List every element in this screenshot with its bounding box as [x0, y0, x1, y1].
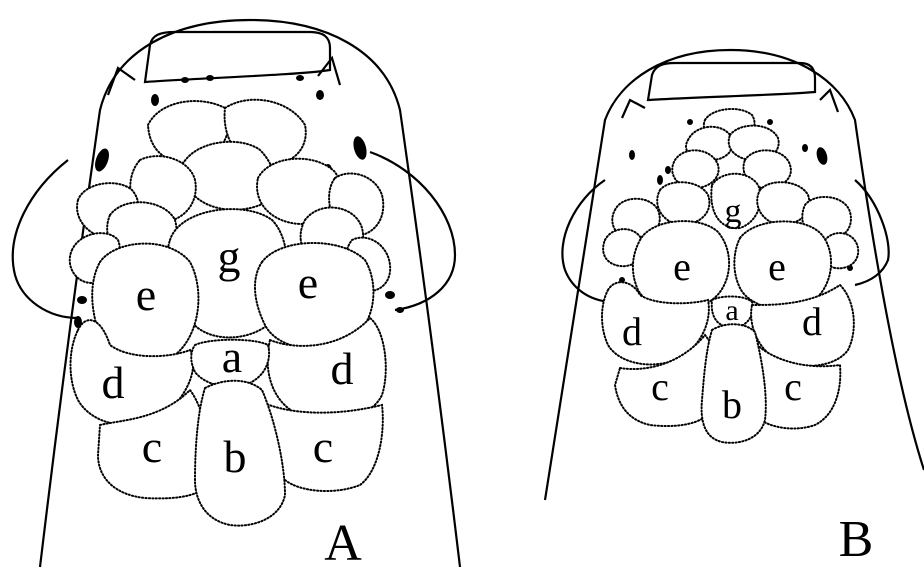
rostral-window-b	[648, 63, 815, 100]
panel-label-b: B	[839, 511, 874, 567]
tubercle-right-a	[318, 58, 340, 85]
label-c-right-a: c	[313, 421, 333, 472]
label-e-left-b: e	[673, 244, 691, 289]
pit-b-7	[687, 119, 693, 125]
eye-left-a	[13, 160, 78, 318]
head-diagram-a: g e e a d d c b c A	[13, 20, 460, 567]
label-e-left-a: e	[136, 269, 156, 320]
label-e-right-b: e	[768, 244, 786, 289]
pit-b-4	[657, 175, 663, 185]
label-c-left-b: c	[651, 364, 669, 409]
pit-b-6	[767, 119, 773, 125]
label-a-a: a	[222, 331, 242, 382]
pit-b-3	[665, 166, 671, 174]
plate-ring-left-1-b	[657, 182, 709, 225]
label-d-right-b: d	[802, 299, 822, 344]
tubercle-left-b	[622, 100, 645, 118]
label-a-b: a	[725, 294, 738, 327]
pit-a-13	[396, 307, 404, 313]
label-d-left-b: d	[622, 309, 642, 354]
label-b-a: b	[224, 431, 247, 482]
pit-a-5	[206, 75, 214, 81]
pit-a-6	[296, 75, 304, 81]
label-d-left-a: d	[102, 357, 125, 408]
pit-b-5	[802, 144, 808, 152]
tubercle-left-a	[108, 68, 135, 95]
label-c-right-b: c	[784, 364, 802, 409]
label-g-a: g	[218, 231, 241, 282]
rostral-window-a	[145, 32, 330, 82]
pit-a-7	[316, 90, 324, 100]
pit-a-10	[77, 296, 87, 304]
label-b-b: b	[722, 382, 742, 427]
pit-a-3	[151, 94, 159, 106]
pit-a-12	[385, 291, 395, 299]
pit-b-2	[629, 150, 635, 160]
pit-b-1	[815, 146, 829, 166]
head-diagram-b: g e e a d d c b c B	[545, 50, 924, 567]
pit-a-2	[351, 135, 369, 161]
tubercle-right-b	[820, 90, 838, 112]
label-d-right-a: d	[331, 343, 354, 394]
pit-a-4	[181, 77, 189, 83]
label-e-right-a: e	[298, 257, 318, 308]
label-g-b: g	[725, 193, 742, 230]
panel-label-a: A	[324, 515, 362, 567]
label-c-left-a: c	[142, 421, 162, 472]
